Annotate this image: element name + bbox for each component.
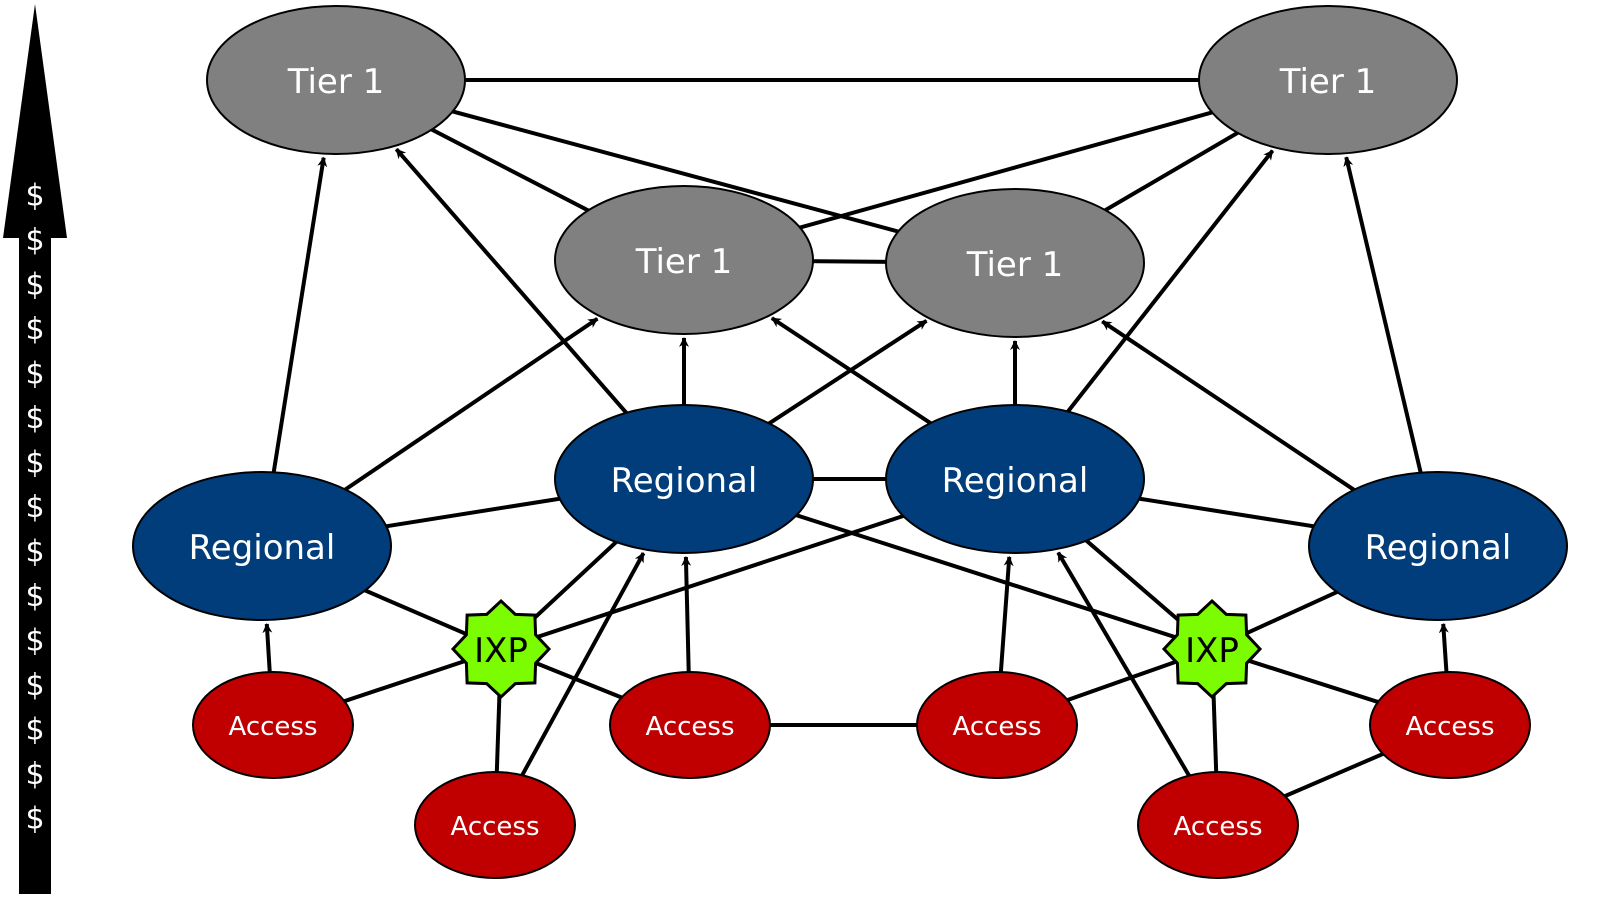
regional-label: Regional [189,528,336,568]
access-node: Access [1137,771,1299,879]
regional-label: Regional [942,461,1089,501]
regional-ellipse [885,404,1145,554]
tier1-node: Tier 1 [885,188,1145,338]
money-flow-arrow: $ $ $ $ $ $ $ $ $ $ $ $ $ $ $ [3,4,67,894]
transit-link-rg2-t1c [763,319,928,429]
access-ellipse [916,671,1078,779]
dollar-sign: $ [25,579,44,614]
regional-node: Regional [132,471,392,621]
dollar-sign: $ [25,268,44,303]
transit-link-rg4-t1c [1101,319,1361,495]
access-label: Access [228,712,317,742]
transit-link-rg4-t1d [1343,156,1425,479]
tier1-ellipse [1198,5,1458,155]
tier1-ellipse [206,5,466,155]
transit-link-rg1-t1b [339,317,599,495]
transit-link-ac1-rg1 [262,622,273,679]
transit-link-ac5-rg3 [1056,551,1194,782]
ixp-star [450,598,552,700]
dollar-sign: $ [25,446,44,481]
dollar-sign: $ [25,668,44,703]
regional-node: Regional [1308,471,1568,621]
regional-label: Regional [611,461,758,501]
transit-link-ac3-rg2 [681,555,692,679]
tier1-ellipse [554,185,814,335]
money-arrow-head [3,4,67,238]
tier1-node: Tier 1 [206,5,466,155]
access-node: Access [414,771,576,879]
dollar-sign: $ [25,713,44,748]
access-ellipse [1137,771,1299,879]
tier1-node: Tier 1 [1198,5,1458,155]
transit-link-ac6-rg4 [1438,622,1449,679]
transit-link-rg3-t1d [1062,149,1275,418]
ixp-label: IXP [1185,631,1239,671]
transit-link-ac2-rg2 [517,552,646,782]
money-arrow-shaft [19,232,51,894]
access-label: Access [450,812,539,842]
access-node: Access [609,671,771,779]
regional-label: Regional [1365,528,1512,568]
access-node: Access [192,671,354,779]
tier1-node: Tier 1 [554,185,814,335]
ixp-node: IXP [1161,598,1263,700]
access-node: Access [1369,671,1531,779]
dollar-sign: $ [25,401,44,436]
tier1-label: Tier 1 [635,242,733,282]
transit-link-ac4-rg3 [998,555,1014,679]
dollar-sign: $ [25,357,44,392]
dollar-signs: $ $ $ $ $ $ $ $ $ $ $ $ $ $ $ [25,179,44,837]
ixp-star [1161,598,1263,700]
dollar-sign: $ [25,802,44,837]
access-ellipse [609,671,771,779]
regional-ellipse [1308,471,1568,621]
regional-node: Regional [554,404,814,554]
ixp-node: IXP [450,598,552,700]
tier1-ellipse [885,188,1145,338]
access-label: Access [1405,712,1494,742]
dollar-sign: $ [25,757,44,792]
tier1-label: Tier 1 [966,245,1064,285]
dollar-sign: $ [25,312,44,347]
regional-ellipse [132,471,392,621]
access-ellipse [414,771,576,879]
transit-link-rg2-t1a [394,147,632,419]
tier1-label: Tier 1 [287,62,385,102]
dollar-sign: $ [25,179,44,214]
ixp-label: IXP [474,631,528,671]
dollar-sign: $ [25,490,44,525]
access-label: Access [645,712,734,742]
dollar-sign: $ [25,223,44,258]
transit-link-rg1-t1a [270,156,328,479]
dollar-sign: $ [25,624,44,659]
dollar-sign: $ [25,535,44,570]
access-ellipse [192,671,354,779]
access-ellipse [1369,671,1531,779]
regional-ellipse [554,404,814,554]
access-node: Access [916,671,1078,779]
regional-node: Regional [885,404,1145,554]
links-layer [261,78,1451,827]
access-label: Access [1173,812,1262,842]
tier1-label: Tier 1 [1279,62,1377,102]
access-label: Access [952,712,1041,742]
transit-link-rg3-t1b [770,316,937,429]
